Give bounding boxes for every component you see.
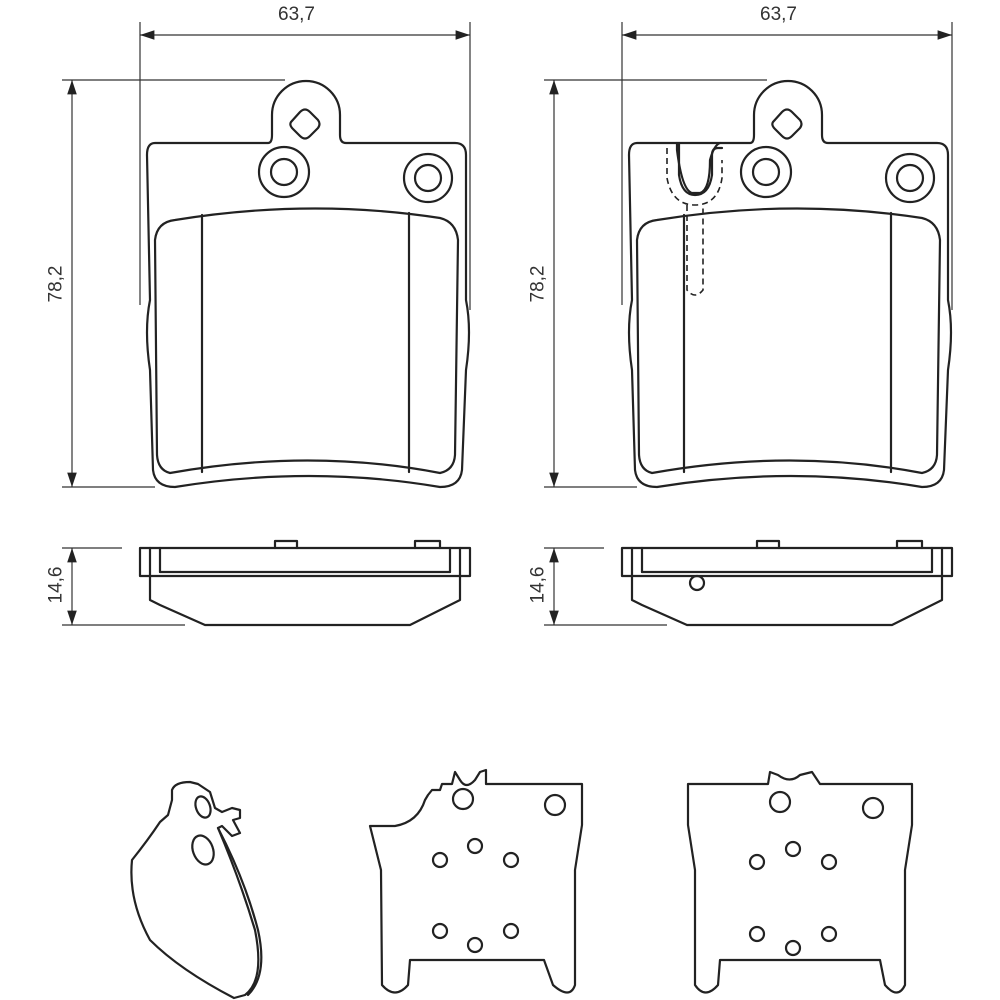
pad-2-thickness-label: 14,6: [527, 566, 549, 604]
pad-1-dimension-lines: [62, 22, 471, 626]
pad-2-height-label: 78,2: [527, 265, 549, 303]
shim-left: [368, 768, 584, 994]
pad-2-dimension-lines: [544, 22, 953, 626]
shim-right: [686, 770, 914, 994]
pad-1-thickness-label: 14,6: [45, 566, 67, 604]
pad-1-height-label: 78,2: [45, 265, 67, 303]
pad-1-side-view: [138, 539, 472, 627]
spring-clip: [130, 780, 263, 1000]
pad-2-side-view: [620, 539, 954, 627]
pad-2-width-label: 63,7: [760, 4, 797, 25]
pad-1-width-label: 63,7: [278, 4, 315, 25]
pad-2-front-view: [627, 79, 953, 489]
pad-1-front-view: [145, 79, 471, 489]
